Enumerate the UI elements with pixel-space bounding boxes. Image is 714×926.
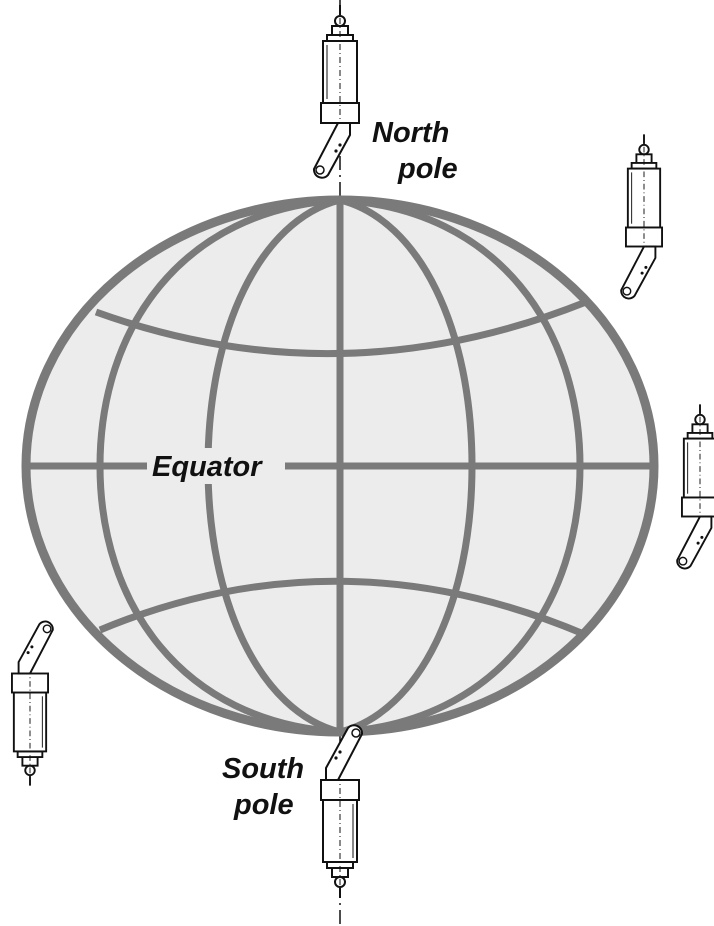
sensor-north-icon bbox=[314, 5, 359, 178]
sensor-right-icon bbox=[677, 404, 714, 568]
south-pole-label-line2: pole bbox=[233, 789, 294, 821]
sensor-lower-left-icon bbox=[12, 621, 53, 785]
globe bbox=[26, 200, 654, 732]
north-pole-label-line2: pole bbox=[397, 153, 458, 185]
sensor-south-icon bbox=[321, 725, 362, 898]
north-pole-label-line1: North bbox=[372, 117, 449, 149]
equator-label: Equator bbox=[152, 451, 263, 483]
sensor-upper-right-icon bbox=[621, 134, 662, 298]
south-pole-label-line1: South bbox=[222, 753, 304, 785]
